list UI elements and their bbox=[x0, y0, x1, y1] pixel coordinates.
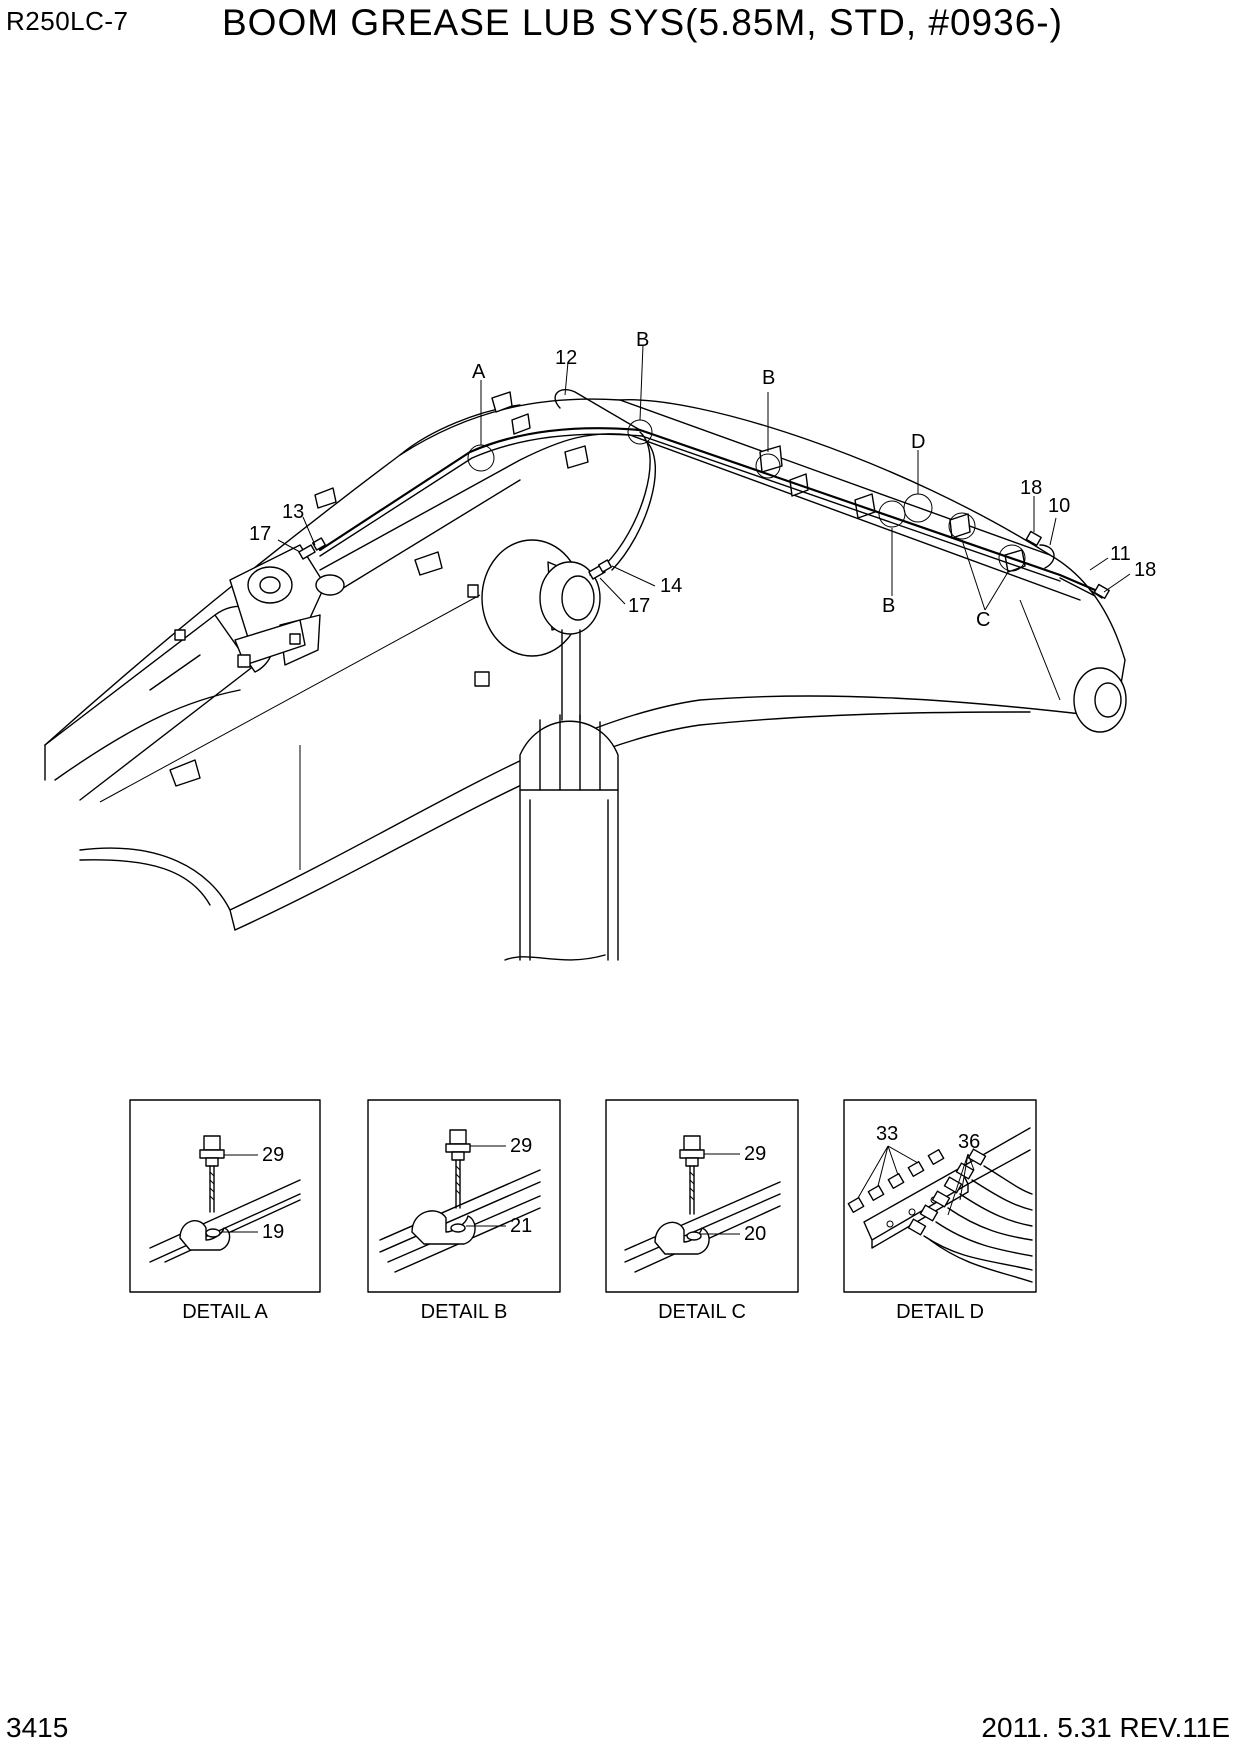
grease-hose-lines bbox=[318, 389, 1103, 599]
detail-b-callout-21: 21 bbox=[510, 1215, 532, 1237]
callout-b-lower: B bbox=[882, 595, 895, 617]
page-number: 3415 bbox=[6, 1712, 69, 1743]
detail-c-caption: DETAIL C bbox=[658, 1301, 746, 1323]
detail-a-clamp bbox=[149, 1179, 301, 1263]
grease-fittings bbox=[298, 530, 1110, 600]
callout-11: 11 bbox=[1110, 543, 1131, 565]
revision-date: 2011. 5.31 REV.11E bbox=[981, 1712, 1230, 1743]
detail-d-caption: DETAIL D bbox=[896, 1301, 984, 1323]
detail-a-panel: 29 19 DETAIL A bbox=[129, 1099, 321, 1323]
callout-10: 10 bbox=[1048, 495, 1070, 517]
detail-d-manifold bbox=[863, 1127, 1031, 1249]
detail-a-callout-29: 29 bbox=[262, 1144, 284, 1166]
detail-c-panel: 29 20 DETAIL C bbox=[605, 1099, 799, 1323]
detail-c-clamp bbox=[624, 1181, 781, 1273]
detail-d-fittings-left bbox=[847, 1148, 945, 1214]
callout-18-upper: 18 bbox=[1020, 477, 1042, 499]
detail-d-hoses bbox=[923, 1165, 1033, 1283]
callout-14: 14 bbox=[660, 575, 682, 597]
detail-c-callout-20: 20 bbox=[744, 1223, 766, 1245]
page-title: BOOM GREASE LUB SYS(5.85M, STD, #0936-) bbox=[222, 2, 1063, 43]
callout-18-lower: 18 bbox=[1134, 559, 1156, 581]
detail-a-caption: DETAIL A bbox=[182, 1301, 268, 1323]
callout-12: 12 bbox=[555, 347, 577, 369]
detail-d-panel: 33 36 DETAIL D bbox=[843, 1099, 1037, 1323]
callout-d: D bbox=[911, 431, 925, 453]
detail-c-callout-29: 29 bbox=[744, 1143, 766, 1165]
detail-a-bolt bbox=[199, 1135, 225, 1213]
callout-17-center: 17 bbox=[628, 595, 650, 617]
callout-b-upper: B bbox=[762, 367, 775, 389]
detail-a-callout-19: 19 bbox=[262, 1221, 284, 1243]
callout-leaders bbox=[277, 344, 1131, 611]
detail-b-bolt bbox=[445, 1129, 471, 1209]
detail-d-callout-33: 33 bbox=[876, 1123, 898, 1145]
callout-17-left: 17 bbox=[249, 523, 271, 545]
model-code: R250LC-7 bbox=[6, 6, 129, 36]
detail-d-callout-36: 36 bbox=[958, 1131, 980, 1153]
detail-b-caption: DETAIL B bbox=[421, 1301, 508, 1323]
callout-a: A bbox=[472, 361, 486, 383]
main-callouts: A 12 B B D 18 10 11 18 13 17 14 17 B C bbox=[249, 329, 1156, 631]
detail-c-bolt bbox=[679, 1135, 705, 1215]
hose-clamps bbox=[169, 391, 1026, 787]
callout-c: C bbox=[976, 609, 990, 631]
boom-assembly-drawing bbox=[44, 389, 1127, 961]
callout-b-top: B bbox=[636, 329, 649, 351]
detail-b-clamp bbox=[379, 1169, 541, 1273]
detail-b-callout-29: 29 bbox=[510, 1135, 532, 1157]
detail-b-panel: 29 21 DETAIL B bbox=[367, 1099, 561, 1323]
callout-13: 13 bbox=[282, 501, 304, 523]
